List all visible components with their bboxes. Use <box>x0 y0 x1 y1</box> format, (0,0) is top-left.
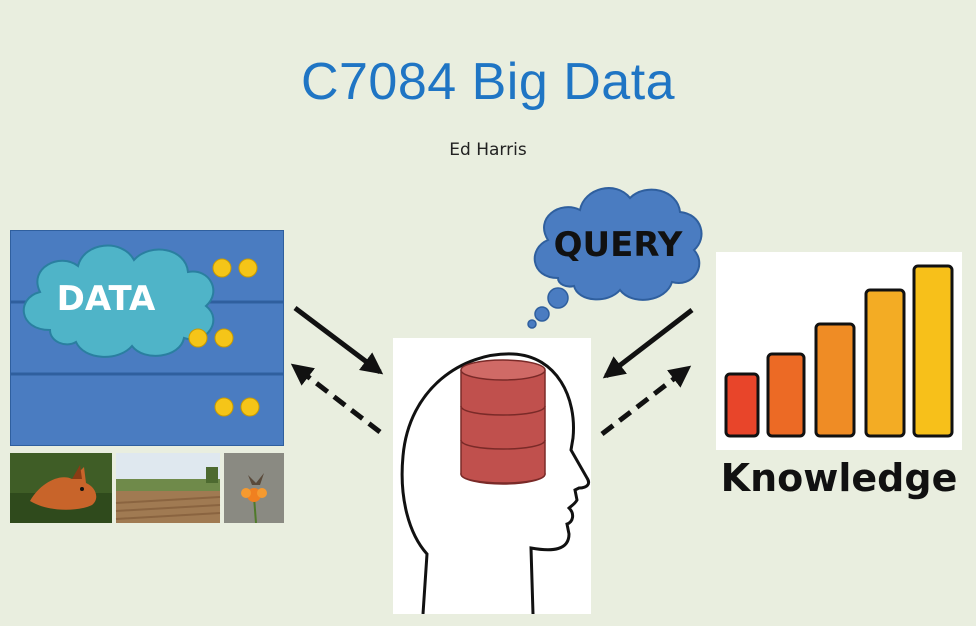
server-rack-icon: DATA <box>10 230 284 446</box>
butterfly-flower-photo-icon <box>224 453 284 523</box>
head-panel <box>393 338 591 615</box>
photo-strip <box>10 453 284 523</box>
data-cloud-icon: DATA <box>22 244 215 358</box>
data-cloud-label: DATA <box>57 279 156 319</box>
arrow-data-to-head-icon <box>293 306 384 375</box>
led-indicators <box>188 258 260 417</box>
arrow-query-to-head-icon <box>602 308 694 379</box>
database-icon <box>460 359 546 485</box>
query-thought-bubble-icon: QUERY <box>527 187 703 329</box>
knowledge-chart-panel <box>716 252 962 450</box>
arrow-head-to-knowledge-icon <box>600 365 692 436</box>
query-label: QUERY <box>554 225 683 265</box>
slide-title: C7084 Big Data <box>300 53 676 111</box>
knowledge-label: Knowledge <box>720 456 958 500</box>
fox-photo-icon <box>10 453 112 523</box>
knowledge-bar-1 <box>724 372 760 438</box>
knowledge-bar-2 <box>766 352 806 438</box>
slide-subtitle: Ed Harris <box>449 140 527 160</box>
field-photo-icon <box>115 453 221 523</box>
knowledge-bar-4 <box>864 288 906 438</box>
arrow-head-to-data-icon <box>290 363 382 434</box>
knowledge-bar-5 <box>912 264 954 438</box>
rising-bars-icon <box>724 264 954 438</box>
head-with-database-icon <box>400 352 591 615</box>
knowledge-bar-3 <box>814 322 856 438</box>
